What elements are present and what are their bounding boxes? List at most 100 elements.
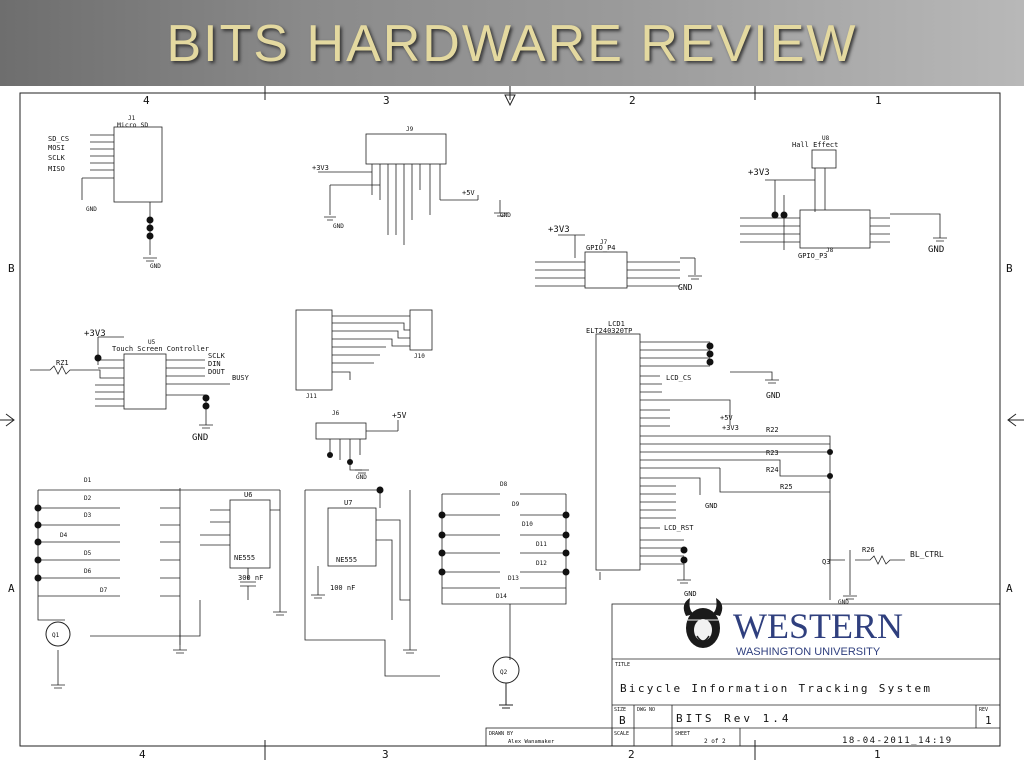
touch-controller-block bbox=[30, 336, 230, 429]
ref-label: J7 bbox=[600, 239, 608, 246]
ref-label: U6 bbox=[244, 491, 252, 499]
junction-dot bbox=[327, 452, 333, 458]
led-label: D3 bbox=[84, 512, 92, 519]
gnd-label: GND bbox=[356, 474, 367, 481]
net-label: BUSY bbox=[232, 374, 250, 382]
schematic-drawing: 4 3 2 1 4 3 2 1 B A B A J1 Micro SD SD_C… bbox=[0, 86, 1024, 761]
drawn-by: Alex Wanamaker bbox=[508, 739, 555, 745]
lcd-block bbox=[595, 333, 905, 600]
junction-dot bbox=[438, 531, 446, 539]
ref-label: Q3 bbox=[822, 558, 830, 566]
j6-block bbox=[315, 420, 399, 474]
led-label: D7 bbox=[100, 587, 108, 594]
junction-dot bbox=[347, 459, 353, 465]
col-label: 2 bbox=[629, 94, 636, 107]
size-value: B bbox=[619, 714, 626, 727]
part-name: NE555 bbox=[234, 554, 255, 562]
led-label: D9 bbox=[512, 501, 520, 508]
ref-label: R23 bbox=[766, 449, 779, 457]
junction-dot bbox=[438, 549, 446, 557]
col-label: 3 bbox=[383, 94, 390, 107]
ref-label: J11 bbox=[306, 393, 317, 400]
part-name: NE555 bbox=[336, 556, 357, 564]
junction-dot bbox=[706, 350, 714, 358]
gnd-label: GND bbox=[192, 433, 208, 443]
junction-dot bbox=[146, 224, 154, 232]
field-label: DWG NO bbox=[637, 707, 655, 713]
led-label: D2 bbox=[84, 495, 92, 502]
ref-label: J9 bbox=[406, 126, 414, 133]
net-label: SCLK bbox=[208, 352, 226, 360]
gnd-label: GND bbox=[705, 502, 718, 510]
gnd-label: GND bbox=[766, 391, 781, 400]
ref-label: J1 bbox=[128, 115, 136, 122]
part-name: Micro SD bbox=[117, 121, 148, 129]
slide-title: BITS HARDWARE REVIEW bbox=[166, 15, 858, 73]
junction-dot bbox=[771, 211, 779, 219]
gnd-label: GND bbox=[928, 245, 944, 255]
ref-label: U7 bbox=[344, 499, 352, 507]
net-label: LCD_RST bbox=[664, 524, 694, 532]
drawing-title: Bicycle Information Tracking System bbox=[620, 682, 932, 695]
junction-dot bbox=[202, 402, 210, 410]
logo-subtitle: WASHINGTON UNIVERSITY bbox=[736, 646, 881, 658]
led-label: D12 bbox=[536, 560, 547, 567]
university-logo-icon bbox=[683, 598, 723, 648]
junction-dot bbox=[680, 556, 688, 564]
cap-label: 300 nF bbox=[238, 574, 263, 582]
led-label: D4 bbox=[60, 532, 68, 539]
net-label: +5V bbox=[392, 411, 407, 420]
ne555-u6 bbox=[200, 499, 280, 600]
junction-dot bbox=[34, 556, 42, 564]
junction-dot bbox=[706, 342, 714, 350]
row-label: B bbox=[8, 262, 15, 275]
ref-label: J10 bbox=[414, 353, 425, 360]
ref-label: R25 bbox=[780, 483, 793, 491]
junction-dot bbox=[438, 568, 446, 576]
ref-label: U8 bbox=[822, 135, 830, 142]
part-name: ELT240320TP bbox=[586, 327, 632, 335]
net-label: SD_CS bbox=[48, 135, 69, 143]
net-label: +3V3 bbox=[748, 168, 770, 178]
field-label: TITLE bbox=[615, 662, 630, 668]
junction-dot bbox=[562, 531, 570, 539]
junction-dot bbox=[780, 211, 788, 219]
ref-label: RZ1 bbox=[56, 359, 69, 367]
part-name: Touch Screen Controller bbox=[112, 345, 209, 353]
slide-header: BITS HARDWARE REVIEW bbox=[0, 0, 1024, 86]
led-label: D13 bbox=[508, 575, 519, 582]
gnd-label: GND bbox=[86, 206, 97, 213]
junction-dot bbox=[94, 354, 102, 362]
gnd-label: GND bbox=[838, 599, 849, 606]
led-bank-left bbox=[37, 488, 287, 689]
center-mark bbox=[504, 94, 516, 107]
net-label: MOSI bbox=[48, 144, 65, 152]
field-label: REV bbox=[979, 707, 988, 713]
net-label: MISO bbox=[48, 165, 65, 173]
micro-sd-block bbox=[81, 126, 163, 262]
net-label: BL_CTRL bbox=[910, 550, 944, 559]
field-label: SHEET bbox=[675, 731, 690, 737]
gnd-label: GND bbox=[684, 590, 697, 598]
col-label: 2 bbox=[628, 748, 635, 761]
led-label: D10 bbox=[522, 521, 533, 528]
led-label: D8 bbox=[500, 481, 508, 488]
gnd-label: GND bbox=[333, 223, 344, 230]
junction-dot bbox=[376, 486, 384, 494]
col-label: 4 bbox=[139, 748, 146, 761]
logo-wordmark: WESTERN bbox=[733, 606, 903, 646]
field-label: DRAWN BY bbox=[489, 731, 513, 737]
ref-label: R26 bbox=[862, 546, 875, 554]
net-label: +3V3 bbox=[84, 329, 106, 339]
sheet-value: 2 of 2 bbox=[704, 738, 726, 745]
ref-label: Q1 bbox=[52, 632, 60, 639]
net-label: LCD_CS bbox=[666, 374, 691, 382]
ref-label: R22 bbox=[766, 426, 779, 434]
junction-dot bbox=[34, 521, 42, 529]
ref-label: U5 bbox=[148, 339, 156, 346]
gpio-p4-block bbox=[535, 234, 702, 289]
transistor-symbol bbox=[45, 621, 71, 647]
rev-value: 1 bbox=[985, 714, 992, 727]
net-label: +5V bbox=[720, 414, 733, 422]
junction-dot bbox=[34, 574, 42, 582]
